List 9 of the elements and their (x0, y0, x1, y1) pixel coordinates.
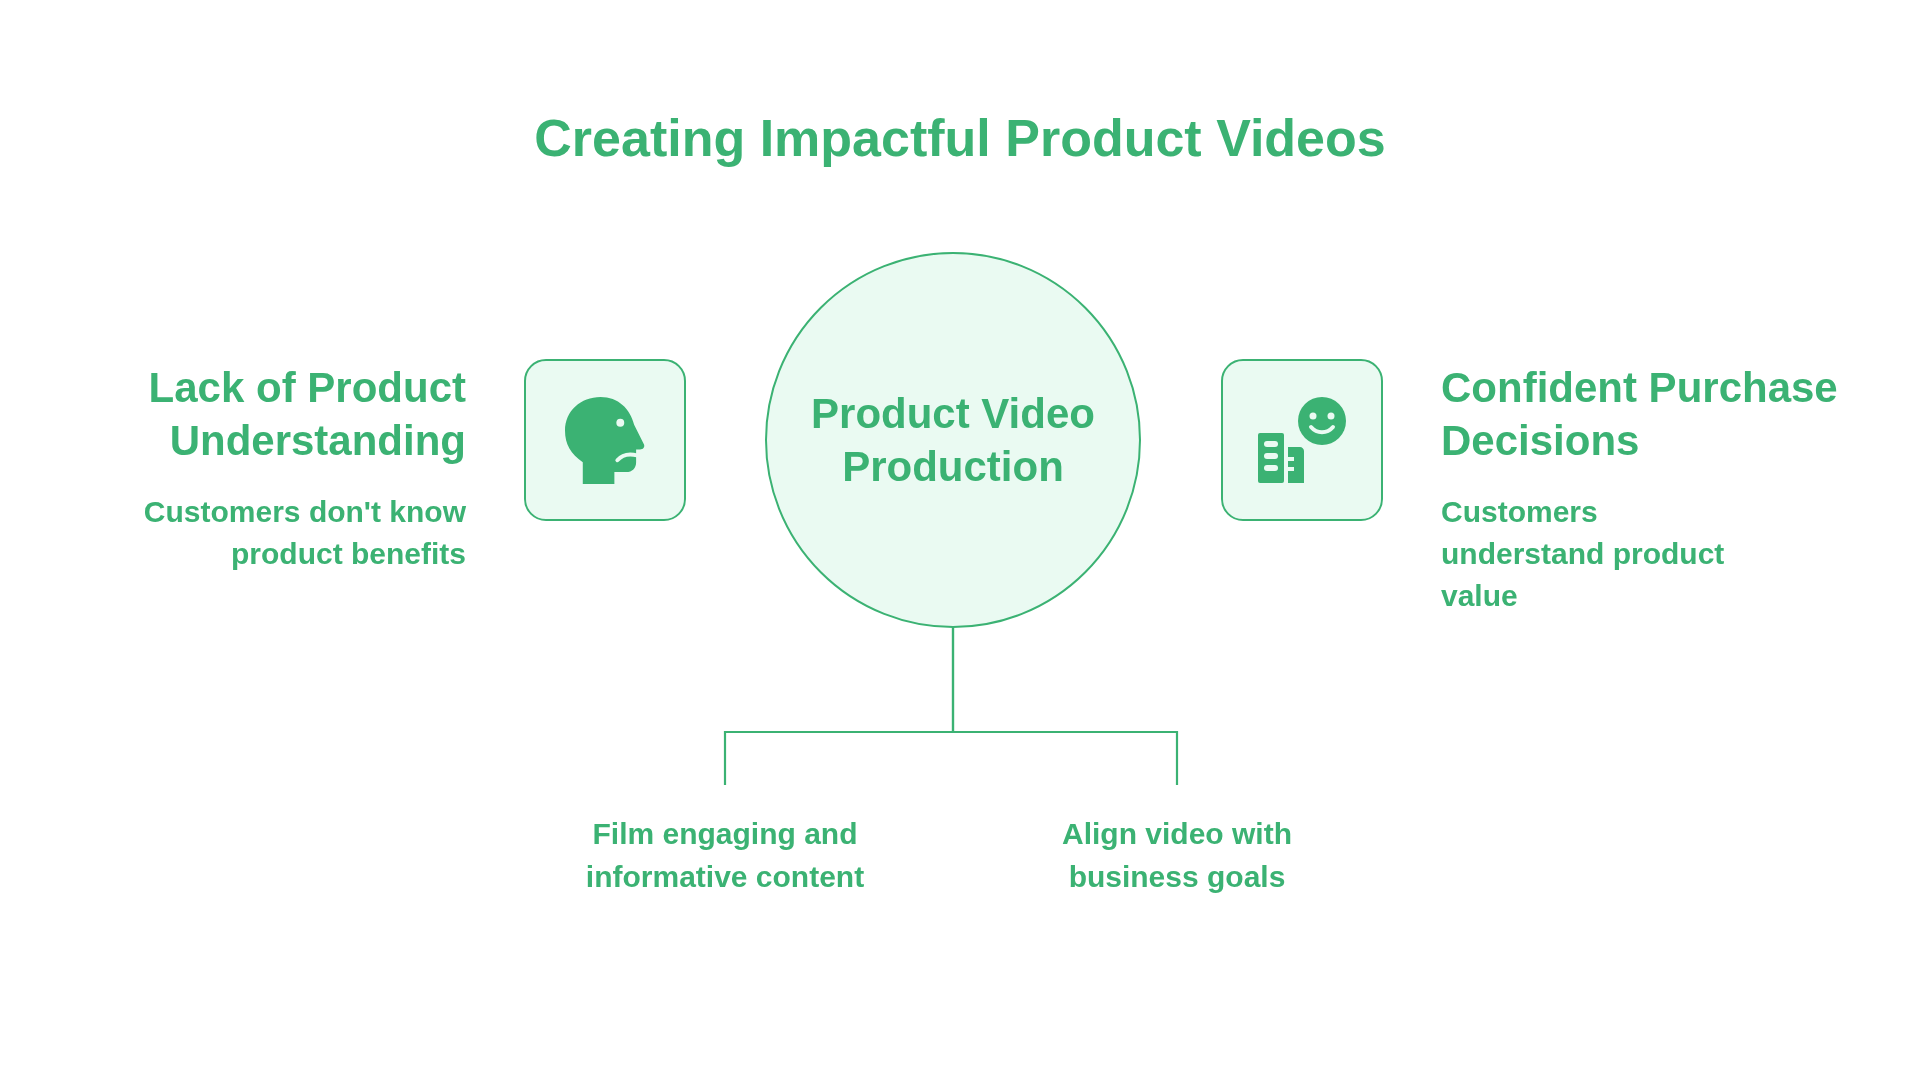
description-text: Customers don't know product benefits (142, 494, 466, 572)
diagram-title: Creating Impactful Product Videos (534, 108, 1386, 169)
circle-label: Product Video Production (810, 389, 1096, 492)
step-text: Film engaging and informative content (584, 816, 866, 895)
step-text: Align video with business goals (1061, 816, 1293, 895)
heading-text: Confident Purchase Decisions (1441, 363, 1839, 466)
heading-text: Lack of Product Understanding (147, 363, 466, 466)
connector-line (951, 628, 1179, 785)
description-text: Customers understand product value (1441, 494, 1726, 614)
